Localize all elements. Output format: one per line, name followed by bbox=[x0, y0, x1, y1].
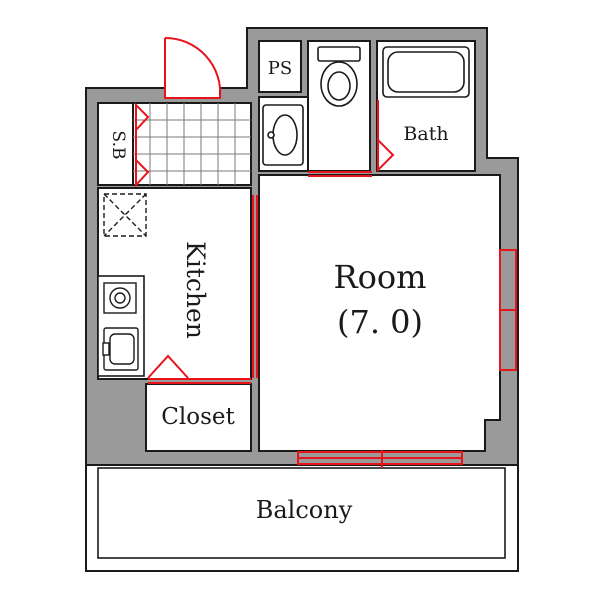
kitchen-label: Kitchen bbox=[181, 241, 210, 339]
stove-icon bbox=[103, 282, 137, 314]
refrigerator-space-icon bbox=[103, 193, 147, 237]
entrance-door bbox=[164, 36, 222, 99]
sb-label: S.B bbox=[108, 131, 128, 160]
ps-label: PS bbox=[268, 58, 292, 79]
bathtub-icon bbox=[382, 46, 470, 98]
room-label: Room bbox=[334, 258, 427, 296]
balcony-inner bbox=[97, 467, 506, 559]
bath-label: Bath bbox=[403, 123, 448, 145]
entrance-floor bbox=[132, 102, 252, 186]
sink-icon bbox=[102, 327, 139, 371]
closet-door bbox=[147, 354, 189, 379]
main-room bbox=[258, 174, 501, 452]
balcony-label: Balcony bbox=[256, 496, 353, 524]
doors-and-windows bbox=[135, 36, 517, 468]
ps-shaft bbox=[258, 40, 302, 93]
closet-room bbox=[145, 383, 252, 452]
closet-label: Closet bbox=[161, 404, 235, 430]
room-size-label: (7. 0) bbox=[337, 303, 423, 341]
washbasin-icon bbox=[262, 104, 304, 166]
entrance-tile-grid bbox=[133, 103, 251, 185]
toilet-icon bbox=[317, 46, 361, 107]
